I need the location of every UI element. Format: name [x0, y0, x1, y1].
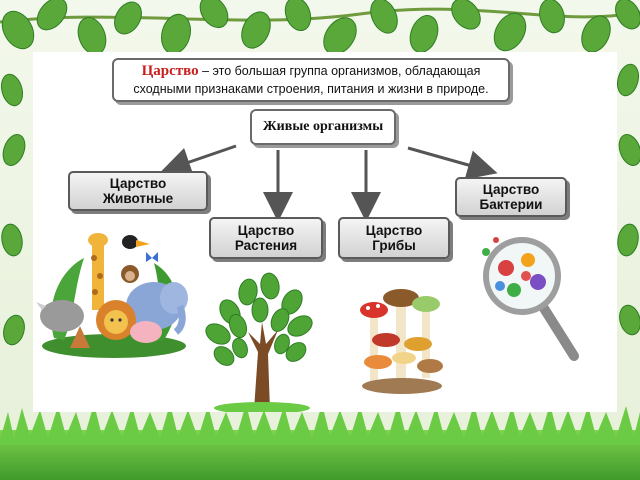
definition-term: Царство — [141, 63, 199, 79]
kingdom-animals-line2: Животные — [102, 191, 174, 206]
tree-illustration — [205, 272, 313, 412]
root-node-living-organisms: Живые организмы — [250, 109, 396, 145]
kingdom-fungi-line1: Царство — [365, 223, 423, 238]
kingdom-animals-box: Царство Животные — [68, 171, 208, 211]
definition-text: – это большая группа организмов, обладаю… — [133, 64, 489, 96]
kingdom-bacteria-box: Царство Бактерии — [455, 177, 567, 217]
kingdom-bacteria-line2: Бактерии — [479, 197, 543, 212]
kingdom-plants-box: Царство Растения — [209, 217, 323, 259]
mushrooms-illustration — [360, 289, 443, 394]
kingdom-fungi-line2: Грибы — [372, 238, 416, 253]
animals-illustration — [36, 233, 188, 358]
leaf-garland-top — [0, 0, 640, 346]
kingdom-plants-line1: Царство — [237, 223, 295, 238]
bacteria-magnifier-illustration — [482, 237, 579, 361]
kingdom-fungi-box: Царство Грибы — [338, 217, 450, 259]
kingdom-bacteria-line1: Царство — [482, 182, 540, 197]
kingdom-plants-line2: Растения — [234, 238, 298, 253]
grass-border-bottom — [0, 404, 640, 480]
definition-box: Царство – это большая группа организмов,… — [112, 58, 510, 102]
kingdom-animals-line1: Царство — [109, 176, 167, 191]
